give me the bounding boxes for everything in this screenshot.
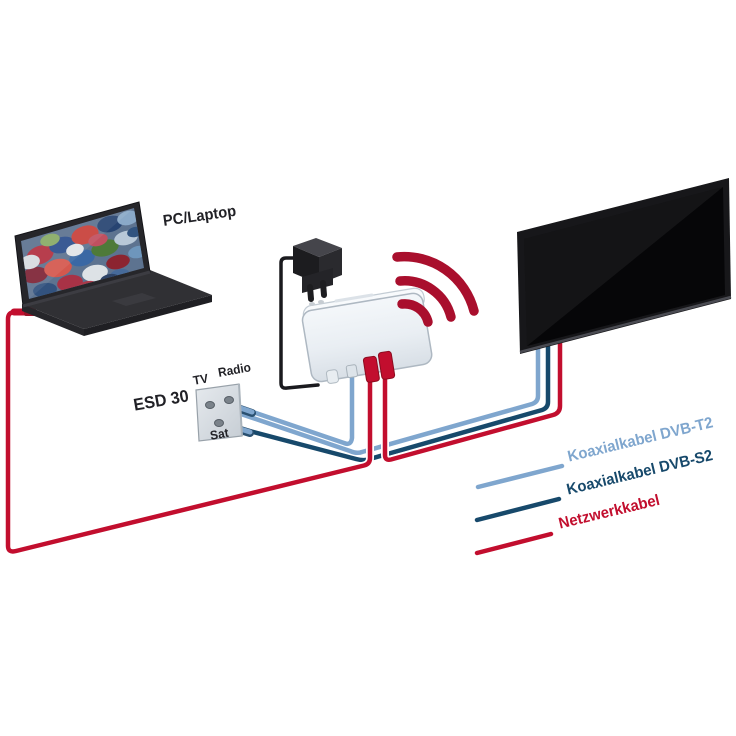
converter-box [301,287,433,384]
coax-cable-dvbt2-to-box [235,361,355,447]
wifi-signal-icon [392,251,479,327]
network-cable-to-tv [381,332,564,464]
antenna-outlet [195,383,243,442]
tv-port [205,401,215,409]
network-connector [362,355,380,383]
coax-connector [345,364,358,379]
legend-line-dvbt2 [475,463,565,490]
plug-pin [320,280,327,298]
tv-illustration [517,178,732,354]
radio-port [224,396,234,404]
tv-screen [524,187,725,346]
spare-port-cap [325,369,339,384]
power-adapter [293,238,342,302]
laptop-illustration [14,201,212,336]
power-cable [279,256,320,390]
coax-cable-dvbt2-to-tv [235,335,541,456]
plug-pin [307,284,314,302]
sat-port [214,419,224,427]
legend-lines [474,463,565,556]
legend-line-network [474,531,554,556]
tv-port-label: TV [192,371,210,388]
network-connector [377,350,396,380]
laptop-base [22,270,212,329]
coax-cable-dvbs2-to-tv [239,335,551,463]
touchpad [112,293,156,306]
legend-line-dvbs2 [474,496,562,523]
